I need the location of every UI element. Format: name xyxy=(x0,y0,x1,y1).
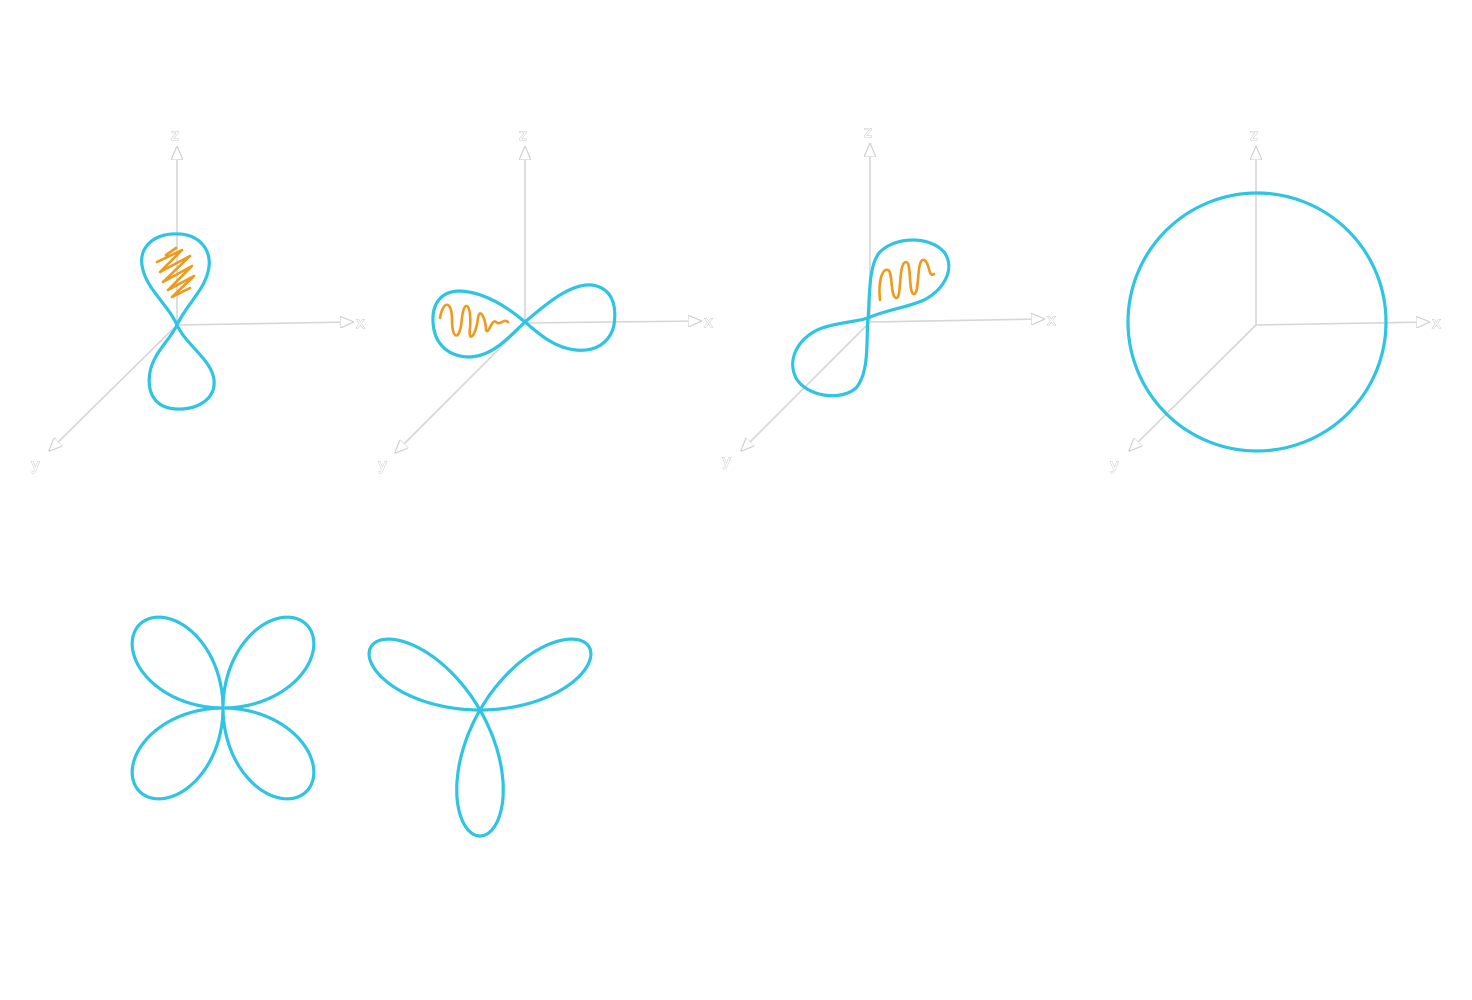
orbital-panel-3: z x y xyxy=(722,123,1057,471)
axes-3: z x y xyxy=(722,123,1057,471)
z-axis-label-2: z xyxy=(519,126,527,144)
x-axis-label-4: x xyxy=(1432,314,1441,332)
x-axis-label-1: x xyxy=(356,314,365,332)
shading-scribble-2 xyxy=(438,303,510,338)
rose-4-petal-curve xyxy=(130,615,316,801)
axes-1: z x y xyxy=(31,126,366,475)
rose-panel-4-petal xyxy=(130,615,316,801)
shading-scribble-1 xyxy=(155,246,196,299)
y-axis-label-1: y xyxy=(31,456,40,474)
x-axis-label-3: x xyxy=(1047,311,1056,329)
axes-4: z x y xyxy=(1110,126,1442,475)
y-axis-1 xyxy=(50,324,178,450)
y-axis-2 xyxy=(396,322,526,452)
z-axis-label-3: z xyxy=(864,123,872,141)
x-axis-4 xyxy=(1255,322,1428,325)
x-axis-3 xyxy=(869,319,1043,322)
orbital-panel-4: z x y xyxy=(1110,126,1442,475)
orbital-panel-1: z x y xyxy=(31,126,366,475)
orbital-sphere-4 xyxy=(1126,191,1388,453)
y-axis-4 xyxy=(1130,324,1257,450)
x-axis-2 xyxy=(524,321,700,323)
y-axis-label-3: y xyxy=(722,452,731,470)
orbital-panel-2: z x y xyxy=(378,126,714,475)
orbital-lobes-2 xyxy=(431,283,617,359)
x-axis-label-2: x xyxy=(704,313,713,331)
y-axis-label-4: y xyxy=(1110,456,1119,474)
rose-panel-6-petal xyxy=(367,637,593,838)
axes-2: z x y xyxy=(378,126,714,475)
orbital-lobes-1 xyxy=(140,232,216,411)
x-axis-1 xyxy=(176,322,352,325)
shading-scribble-3 xyxy=(878,258,936,302)
orbital-lobes-3 xyxy=(791,238,951,398)
y-axis-label-2: y xyxy=(378,456,387,474)
z-axis-label-1: z xyxy=(171,126,179,144)
rose-6-petal-curve xyxy=(367,637,593,838)
z-axis-label-4: z xyxy=(1250,126,1258,144)
y-axis-3 xyxy=(742,321,871,450)
